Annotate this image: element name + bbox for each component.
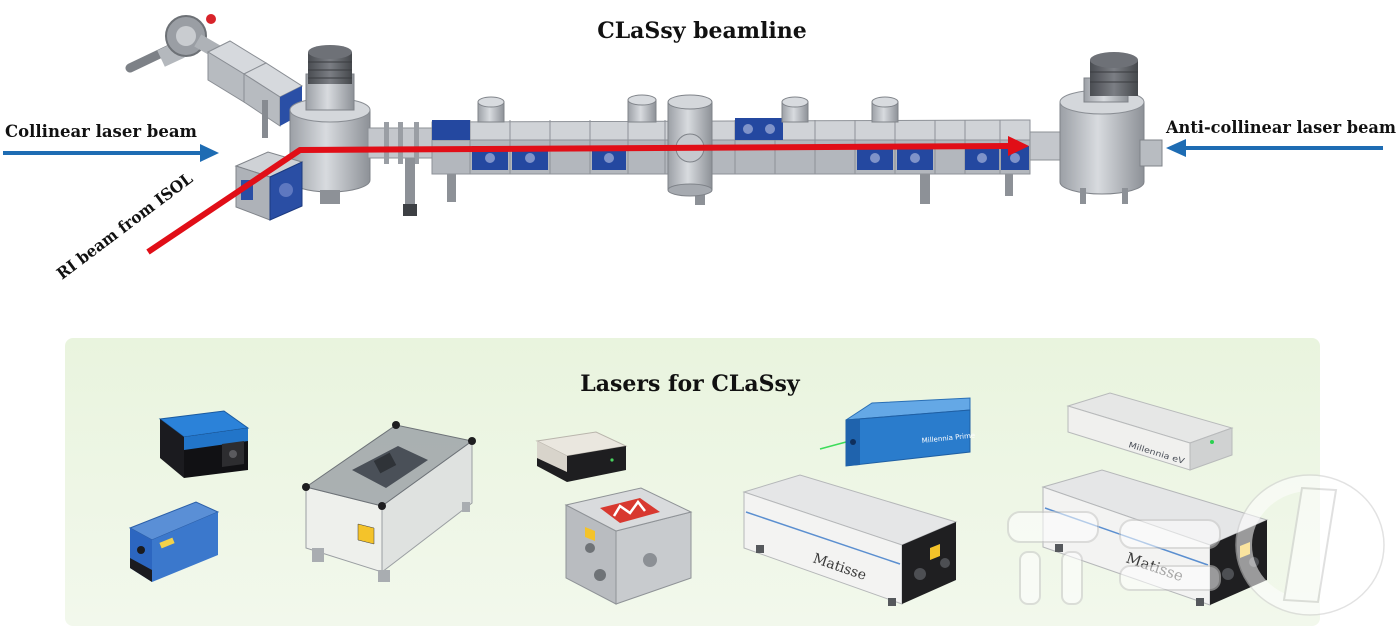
ri-beam-label: RI beam from ISOL <box>53 169 196 283</box>
lasers-title: Lasers for CLaSsy <box>580 371 801 397</box>
ri-beam-arrow <box>146 136 1029 255</box>
watermark-logo <box>1007 474 1385 616</box>
laser-blue-black-box <box>158 410 250 478</box>
beamline-title: CLaSsy beamline <box>597 18 807 44</box>
connecting-pipe <box>367 122 435 164</box>
laser-red-logo-box <box>564 487 693 605</box>
right-vacuum-chamber <box>1029 52 1163 204</box>
laser-millennia-prime: Millennia Prime <box>819 397 975 467</box>
anticollinear-laser-label: Anti-collinear laser beam <box>1165 118 1396 138</box>
turbo-pump-assembly <box>125 14 224 73</box>
left-vacuum-chamber <box>289 45 371 204</box>
diagonal-vacuum-sections <box>206 40 304 138</box>
pumping-ports <box>477 94 899 123</box>
laser-blue-box <box>128 501 220 582</box>
beamline-diagram: CLaSsy beamline <box>3 14 1396 283</box>
laser-millennia-ev: Millennia eV <box>1066 392 1234 471</box>
lasers-panel: Lasers for CLaSsy <box>65 338 1385 626</box>
anticollinear-laser-arrow <box>1166 139 1383 157</box>
laser-transparent-enclosure <box>302 421 476 582</box>
red-m-logo <box>600 498 660 523</box>
laser-small-white-box <box>535 431 628 482</box>
collinear-laser-label: Collinear laser beam <box>5 122 197 142</box>
collinear-laser-arrow <box>3 144 219 162</box>
